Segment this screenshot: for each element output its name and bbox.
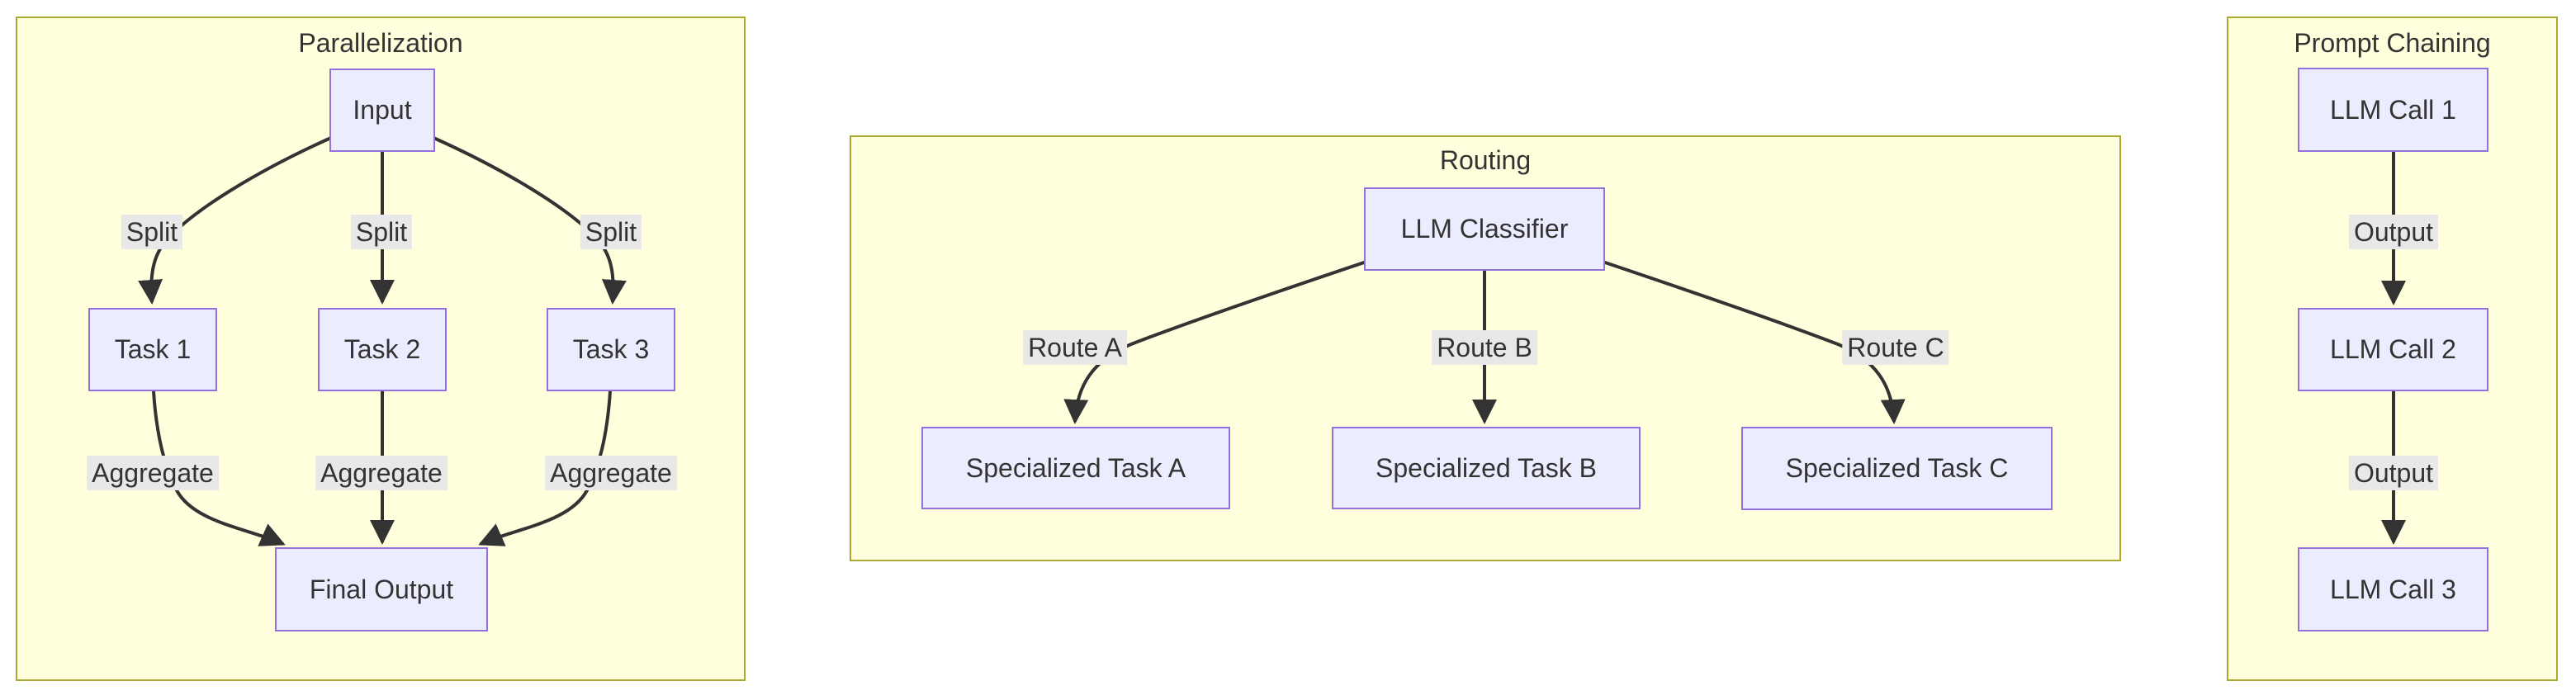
- node-llm-classifier: LLM Classifier: [1364, 187, 1605, 271]
- panel-title-routing: Routing: [1439, 145, 1532, 175]
- node-llm-call-1: LLM Call 1: [2298, 68, 2488, 152]
- edge-label-route-b: Route B: [1432, 330, 1537, 365]
- edge-label-route-a: Route A: [1023, 330, 1127, 365]
- edge-label-output-1: Output: [2348, 215, 2439, 249]
- node-input: Input: [329, 69, 435, 152]
- node-specialized-task-a: Specialized Task A: [921, 427, 1230, 509]
- panel-title-parallelization: Parallelization: [298, 28, 463, 58]
- edge-label-output-2: Output: [2348, 456, 2439, 490]
- node-specialized-task-c: Specialized Task C: [1741, 427, 2053, 510]
- node-llm-call-2: LLM Call 2: [2298, 308, 2488, 391]
- edge-label-aggregate-3: Aggregate: [545, 456, 677, 490]
- edge-label-split-2: Split: [350, 215, 413, 249]
- edge-label-split-1: Split: [121, 215, 183, 249]
- panel-title-prompt-chaining: Prompt Chaining: [2294, 28, 2491, 58]
- node-task-2: Task 2: [318, 308, 447, 391]
- edge-label-aggregate-2: Aggregate: [315, 456, 447, 490]
- node-llm-call-3: LLM Call 3: [2298, 547, 2488, 631]
- node-specialized-task-b: Specialized Task B: [1332, 427, 1641, 509]
- node-task-3: Task 3: [547, 308, 675, 391]
- node-final-output: Final Output: [275, 547, 488, 631]
- edge-label-split-3: Split: [580, 215, 642, 249]
- node-task-1: Task 1: [88, 308, 217, 391]
- edge-label-route-c: Route C: [1842, 330, 1949, 365]
- edge-label-aggregate-1: Aggregate: [87, 456, 219, 490]
